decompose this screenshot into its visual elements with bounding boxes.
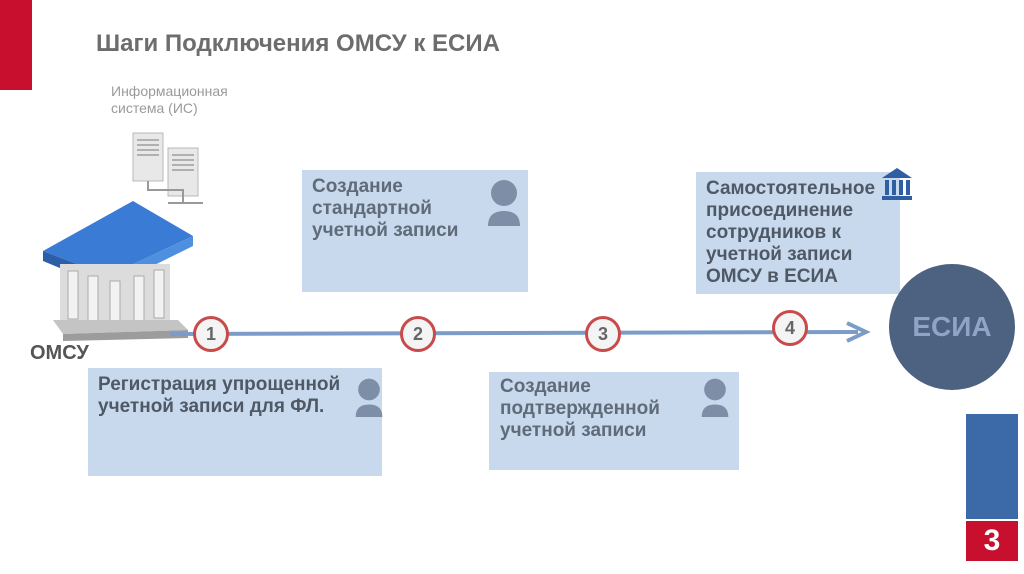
step-2-text: Создание стандартной учетной записи xyxy=(312,176,459,241)
omsu-label: ОМСУ xyxy=(30,342,89,364)
decorative-blue-block xyxy=(966,414,1018,519)
step-2-box xyxy=(302,170,528,292)
step-4-marker: 4 xyxy=(772,310,808,346)
information-system-label: Информационная система (ИС) xyxy=(111,83,228,116)
person-icon xyxy=(488,180,520,226)
institution-icon xyxy=(882,168,912,200)
page-number: 3 xyxy=(966,521,1018,561)
person-icon xyxy=(701,378,729,417)
step-4-box xyxy=(696,172,900,294)
step-1-marker: 1 xyxy=(193,316,229,352)
page-title: Шаги Подключения ОМСУ к ЕСИА xyxy=(96,30,500,57)
step-1-box xyxy=(88,368,382,476)
servers-icon xyxy=(132,132,203,204)
esia-circle: ЕСИА xyxy=(889,264,1015,390)
step-4-text: Самостоятельное присоединение сотруднико… xyxy=(706,178,876,287)
step-3-text: Создание подтвержденной учетной записи xyxy=(500,376,660,441)
building-icon xyxy=(43,201,193,341)
person-icon xyxy=(355,378,383,417)
step-3-box xyxy=(489,372,739,470)
red-accent-bar xyxy=(0,0,32,90)
step-2-marker: 2 xyxy=(400,316,436,352)
step-3-marker: 3 xyxy=(585,316,621,352)
step-1-text: Регистрация упрощенной учетной записи дл… xyxy=(98,374,341,417)
